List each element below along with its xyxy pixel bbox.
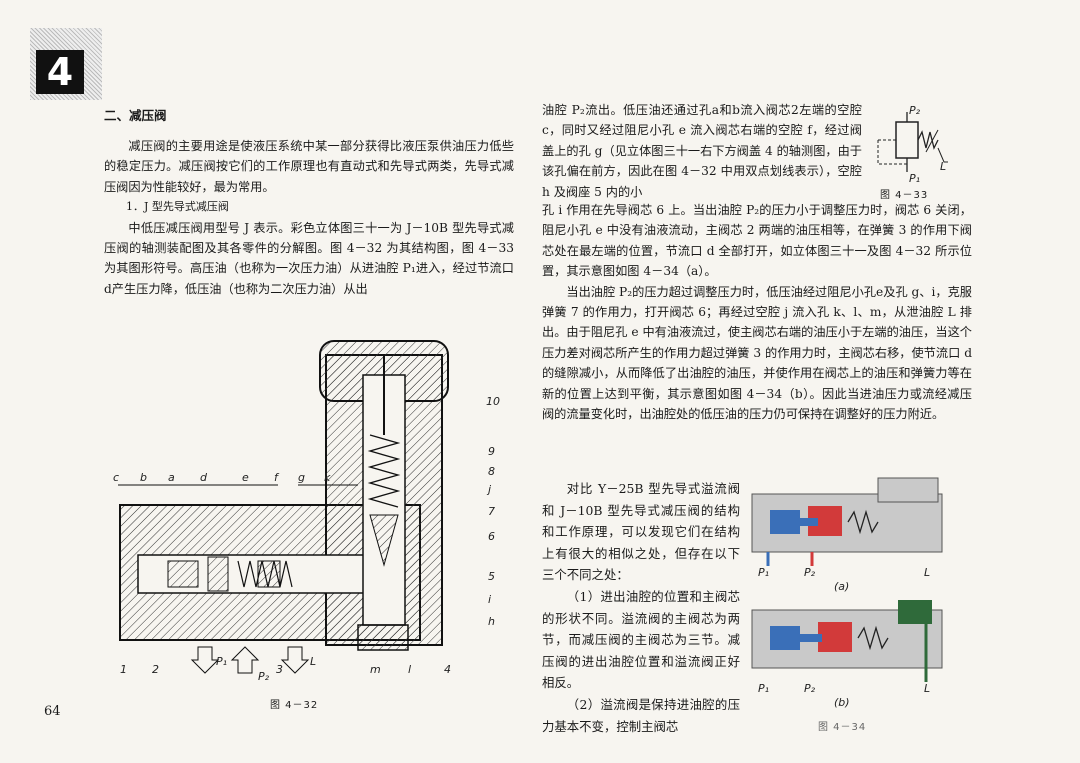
fig32-label-p2: P₂ [258,670,270,683]
fig32-label-l: L [310,655,316,668]
page-number: 64 [44,704,61,719]
paragraph-closed-state: 孔 i 作用在先导阀芯 6 上。当出油腔 P₂的压力小于调整压力时，阀芯 6 关… [542,203,972,279]
chapter-badge: 4 [30,28,102,100]
fig32-label-2: 2 [152,663,159,676]
fig33-label-l: L [940,160,946,173]
fig33-label-p2: P₂ [909,104,921,117]
paragraph-comparison: 对比 Y－25B 型先导式溢流阀和 J－10B 型先导式减压阀的结构和工作原理，… [542,481,740,583]
fig32-label-e: e [242,471,249,484]
fig32-label-g: g [298,471,305,484]
paragraph-j-valve: 中低压减压阀用型号 J 表示。彩色立体图三十一为 J－10B 型先导式减压阀的轴… [104,220,514,296]
subsection-heading: 1．J 型先导式减压阀 [126,200,229,214]
fig33-label-p1: P₁ [909,172,920,185]
fig32-label-f: f [274,471,280,484]
figure-4-34: P₁ P₂ L (a) P₁ P₂ L (b) [751,477,943,709]
right-column-narrow: 对比 Y－25B 型先导式溢流阀和 J－10B 型先导式减压阀的结构和工作原理，… [542,478,740,737]
fig32-label-9: 9 [488,445,495,458]
fig32-caption: 图 4－32 [270,700,319,711]
fig33-caption: 图 4－33 [880,190,929,201]
fig32-label-b: b [140,471,147,484]
fig34-caption: 图 4－34 [818,722,867,733]
fig32-label-6: 6 [488,530,495,543]
fig34b-port-p1: P₁ [758,682,769,695]
fig34b-port-l: L [924,682,930,695]
paragraph-difference-1: （1）进出油腔的位置和主阀芯的形状不同。溢流阀的主阀芯为两节，而减压阀的主阀芯为… [542,588,740,691]
paragraph-continued: 油腔 P₂流出。低压油还通过孔a和b流入阀芯2左端的空腔 c，同时又经过阻尼小孔… [542,103,862,199]
right-column-top: 油腔 P₂流出。低压油还通过孔a和b流入阀芯2左端的空腔 c，同时又经过阻尼小孔… [542,100,862,202]
fig32-label-k: k [324,471,331,484]
right-column-full: 孔 i 作用在先导阀芯 6 上。当出油腔 P₂的压力小于调整压力时，阀芯 6 关… [542,200,972,424]
fig32-label-10: 10 [486,395,500,408]
fig34-sub-b: (b) [834,696,850,709]
fig34a-port-l: L [924,566,930,579]
fig32-label-8: 8 [488,465,495,478]
fig34a-port-p2: P₂ [804,566,816,579]
figure-4-33: P₂ P₁ L [877,104,948,185]
left-column: 二、减压阀 减压阀的主要用途是使液压系统中某一部分获得比液压泵供油压力低些的稳定… [104,106,514,299]
paragraph-intro: 减压阀的主要用途是使液压系统中某一部分获得比液压泵供油压力低些的稳定压力。减压阀… [104,139,514,194]
fig32-label-i: i [488,593,491,606]
fig34a-port-p1: P₁ [758,566,769,579]
fig32-label-4: 4 [444,663,451,676]
figure-4-32: c b a d e f g k 10 9 8 j 7 6 5 i h 1 2 P… [113,340,500,683]
fig32-label-3: 3 [276,663,283,676]
section-heading: 二、减压阀 [104,108,167,123]
fig32-label-h: h [488,615,495,628]
fig34-sub-a: (a) [834,580,849,593]
fig32-label-d: d [200,471,208,484]
fig32-label-j: j [486,483,492,496]
paragraph-difference-2: （2）溢流阀是保持进油腔的压力基本不变，控制主阀芯 [542,696,740,734]
paragraph-open-state: 当出油腔 P₂的压力超过调整压力时，低压油经过阻尼小孔e及孔 g、i，克服弹簧 … [542,284,972,422]
fig32-label-c: c [113,471,119,484]
chapter-number: 4 [36,50,84,94]
fig32-label-7: 7 [488,505,495,518]
fig32-label-l-lower: l [408,663,411,676]
fig32-label-1: 1 [120,663,127,676]
fig32-label-5: 5 [488,570,495,583]
fig32-label-p1: P₁ [216,655,227,668]
fig32-label-m: m [370,663,381,676]
fig34b-port-p2: P₂ [804,682,816,695]
fig32-label-a: a [168,471,175,484]
